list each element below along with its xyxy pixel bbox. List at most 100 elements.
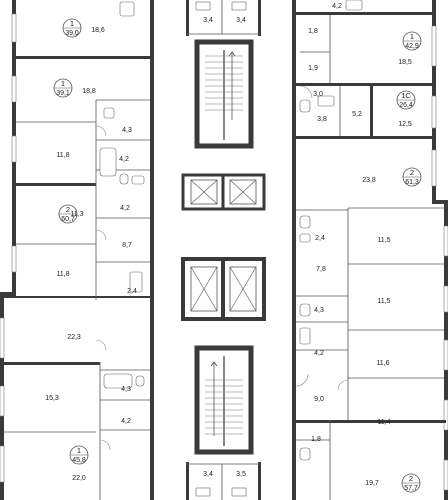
window — [431, 25, 437, 67]
service-box — [195, 1, 211, 11]
unit-badge: 1 39,0 — [62, 18, 82, 38]
window — [0, 385, 5, 417]
sink — [119, 1, 135, 17]
room-area: 11,8 — [56, 152, 69, 159]
core-wall — [258, 0, 261, 36]
window — [443, 339, 448, 371]
window — [431, 95, 437, 129]
partition — [4, 296, 150, 298]
room-area: 2,4 — [127, 288, 137, 295]
room-area: 11,5 — [377, 298, 390, 305]
elevator-pair — [181, 257, 266, 321]
partition — [16, 56, 150, 59]
sink — [103, 107, 115, 119]
room-area: 18,6 — [91, 27, 105, 34]
room-area: 11,8 — [56, 271, 69, 278]
room-area: 4,2 — [119, 156, 129, 163]
room-area: 3,0 — [313, 91, 323, 98]
svg-text:2: 2 — [66, 205, 70, 214]
door-swing — [95, 339, 107, 351]
partition — [296, 420, 446, 423]
partition — [370, 86, 373, 136]
room-area: 22,3 — [67, 334, 81, 341]
staircase — [194, 39, 254, 149]
door-swing — [337, 379, 349, 391]
room-area: 5,2 — [352, 111, 362, 118]
service-box — [195, 487, 211, 497]
toilet — [299, 99, 311, 113]
svg-text:39,0: 39,0 — [65, 30, 79, 37]
svg-text:60,7: 60,7 — [61, 216, 75, 223]
svg-text:2: 2 — [409, 474, 413, 483]
partition — [4, 362, 100, 365]
right-wing: 1 42,9 1С 26,4 2 61,3 2 57,7 4,2 1,8 1,9… — [292, 0, 448, 500]
toilet — [135, 375, 145, 387]
svg-text:39,1: 39,1 — [56, 90, 70, 97]
svg-text:2: 2 — [410, 168, 414, 177]
window — [443, 225, 448, 257]
room-area: 1,8 — [308, 28, 318, 35]
partition — [296, 12, 432, 15]
room-area: 11,3 — [70, 211, 83, 218]
window — [443, 285, 448, 313]
svg-text:1: 1 — [410, 32, 414, 41]
room-area: 8,7 — [122, 242, 132, 249]
bathtub — [103, 373, 133, 389]
room-area: 4,2 — [121, 418, 131, 425]
unit-badge: 1 42,9 — [402, 31, 422, 51]
room-area: 3,4 — [203, 17, 213, 24]
core-wall — [258, 462, 261, 500]
right-corridor-wall — [292, 0, 296, 500]
service-box — [231, 1, 247, 11]
elevator-pair — [181, 173, 266, 211]
partition — [16, 183, 96, 186]
staircase — [194, 345, 254, 455]
room-area: 4,3 — [314, 307, 324, 314]
room-area: 3,8 — [317, 116, 327, 123]
unit-badge: 2 61,3 — [402, 167, 422, 187]
svg-text:61,3: 61,3 — [405, 179, 419, 186]
door-swing — [95, 229, 107, 241]
bathtub — [99, 147, 117, 177]
room-area: 1,8 — [311, 436, 321, 443]
room-area: 4,3 — [121, 386, 131, 393]
door-swing — [95, 125, 107, 137]
left-wing-step-wall — [0, 292, 16, 296]
svg-text:1: 1 — [70, 19, 74, 28]
window — [11, 245, 17, 273]
svg-text:1С: 1С — [401, 91, 411, 100]
window — [431, 149, 437, 187]
window — [0, 445, 5, 483]
unit-badge: 2 57,7 — [401, 473, 421, 493]
room-area: 22,0 — [72, 475, 86, 482]
room-area: 3,4 — [203, 471, 213, 478]
room-area: 18,5 — [398, 59, 412, 66]
door-swing — [99, 439, 111, 451]
service-box — [231, 487, 247, 497]
room-area: 3,4 — [236, 17, 246, 24]
window — [11, 13, 17, 43]
window — [443, 459, 448, 491]
left-corridor-wall — [150, 0, 154, 500]
central-core: 3,4 3,4 — [181, 0, 266, 500]
room-area: 19,7 — [365, 480, 379, 487]
room-area: 11,4 — [377, 419, 390, 426]
bathtub — [129, 271, 143, 293]
toilet — [299, 303, 311, 317]
window — [0, 317, 5, 359]
room-area: 11,5 — [377, 237, 390, 244]
room-area: 15,3 — [45, 395, 59, 402]
sink — [131, 175, 145, 185]
door-swing — [295, 373, 309, 387]
room-area: 2,4 — [315, 235, 325, 242]
toilet — [299, 447, 311, 461]
room-area: 12,5 — [398, 121, 412, 128]
sink — [317, 95, 335, 107]
room-area: 11,6 — [376, 360, 389, 367]
room-area: 23,8 — [362, 177, 376, 184]
right-wing-step-wall — [432, 200, 448, 204]
svg-text:45,8: 45,8 — [72, 457, 86, 464]
sink — [345, 0, 363, 11]
room-area: 3,5 — [236, 471, 246, 478]
